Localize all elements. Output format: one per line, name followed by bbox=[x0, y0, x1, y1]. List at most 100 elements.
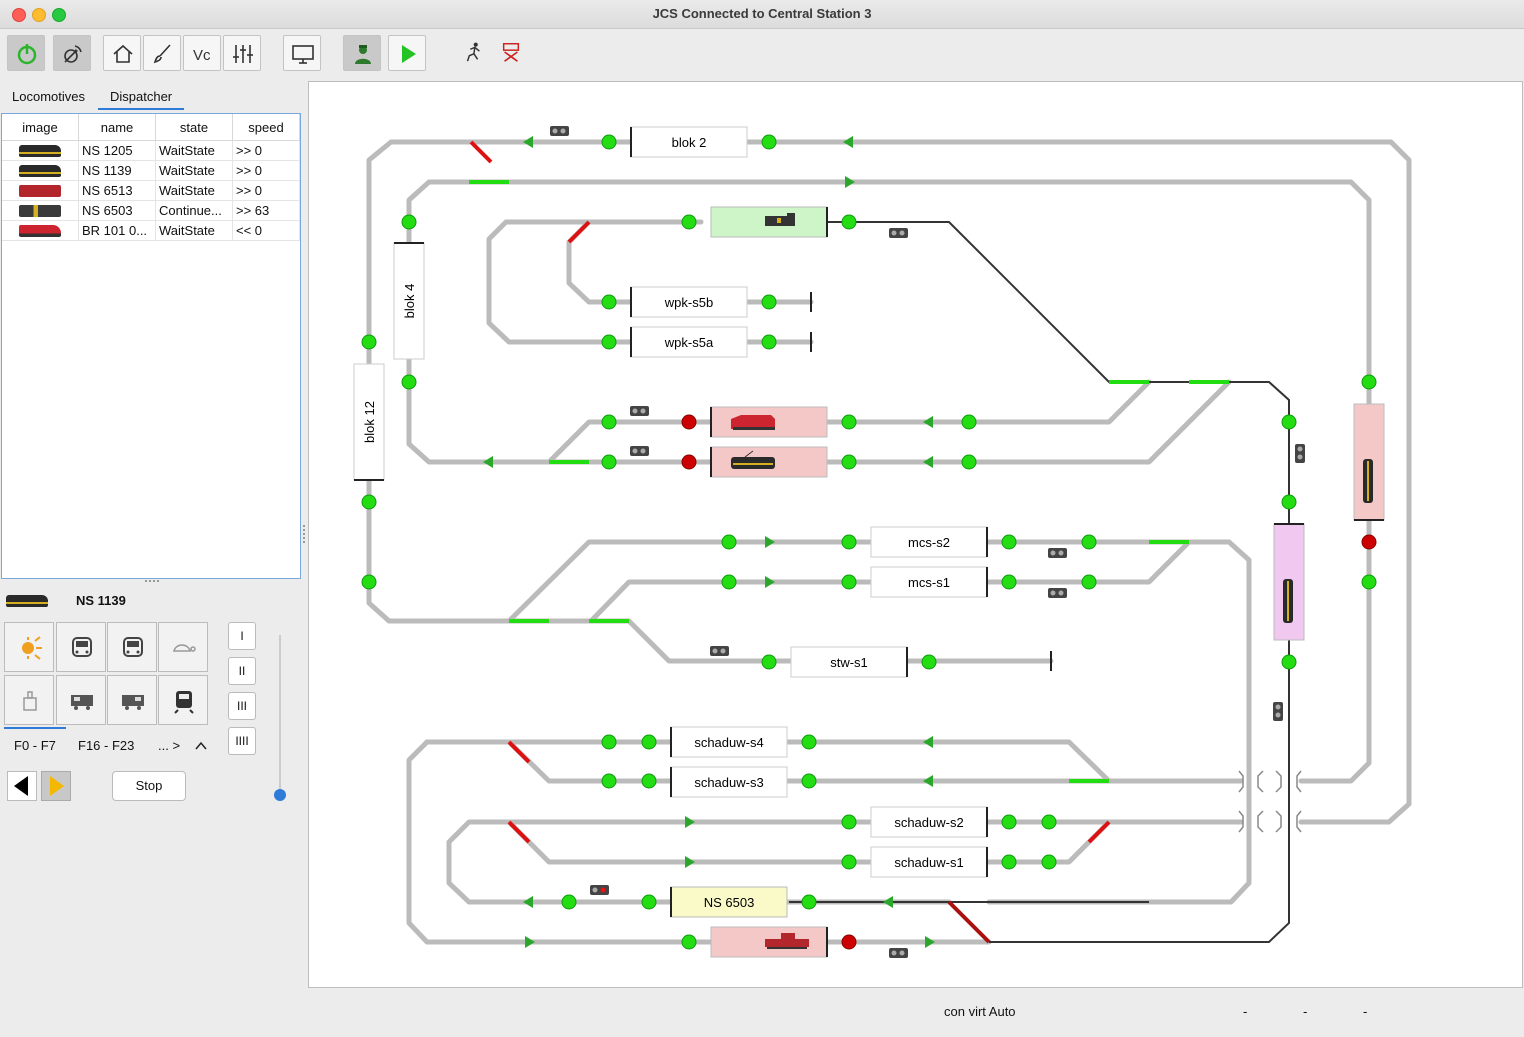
function-wagon1-button[interactable] bbox=[56, 675, 106, 725]
sensor[interactable] bbox=[1281, 414, 1297, 430]
sensor[interactable] bbox=[601, 734, 617, 750]
block-schaduw-s1[interactable]: schaduw-s1 bbox=[870, 846, 988, 878]
sensor[interactable] bbox=[641, 894, 657, 910]
tab-locomotives[interactable]: Locomotives bbox=[12, 89, 85, 104]
sensor[interactable] bbox=[841, 534, 857, 550]
signal[interactable] bbox=[630, 446, 649, 456]
sensor[interactable] bbox=[961, 454, 977, 470]
sensor[interactable] bbox=[1001, 854, 1017, 870]
tab-dispatcher[interactable]: Dispatcher bbox=[98, 89, 185, 110]
signal[interactable] bbox=[889, 228, 908, 238]
sensor[interactable] bbox=[841, 854, 857, 870]
sensor[interactable] bbox=[641, 734, 657, 750]
sensor[interactable] bbox=[961, 414, 977, 430]
sensor[interactable] bbox=[1281, 494, 1297, 510]
display-button[interactable] bbox=[283, 35, 321, 71]
sensor[interactable] bbox=[561, 894, 577, 910]
signal[interactable] bbox=[630, 406, 649, 416]
splitter-handle[interactable] bbox=[145, 580, 159, 586]
sensor[interactable] bbox=[601, 414, 617, 430]
chevron-up-icon[interactable] bbox=[195, 741, 207, 751]
signal[interactable] bbox=[1048, 588, 1067, 598]
block-schaduw-s3[interactable]: schaduw-s3 bbox=[670, 766, 788, 798]
sensor[interactable] bbox=[361, 334, 377, 350]
close-window-button[interactable] bbox=[12, 8, 26, 22]
gear-4-button[interactable]: IIII bbox=[228, 727, 256, 755]
sensor[interactable] bbox=[601, 773, 617, 789]
sensor[interactable] bbox=[841, 814, 857, 830]
signal[interactable] bbox=[1273, 702, 1283, 721]
sensor-occupied[interactable] bbox=[1361, 534, 1377, 550]
sensor[interactable] bbox=[681, 214, 697, 230]
block-stw-s1[interactable]: stw-s1 bbox=[790, 646, 908, 678]
col-state[interactable]: state bbox=[155, 114, 233, 141]
function-light-button[interactable] bbox=[4, 622, 54, 672]
function-coupler-button[interactable] bbox=[4, 675, 54, 725]
sensor[interactable] bbox=[641, 773, 657, 789]
sensor[interactable] bbox=[761, 294, 777, 310]
block-selected[interactable] bbox=[1273, 523, 1305, 641]
sensor[interactable] bbox=[361, 574, 377, 590]
dispatcher-button[interactable] bbox=[343, 35, 381, 71]
sensor[interactable] bbox=[1041, 814, 1057, 830]
sensor[interactable] bbox=[401, 214, 417, 230]
function-tab-f0-f7[interactable]: F0 - F7 bbox=[14, 738, 56, 753]
block-wpk-s5a[interactable]: wpk-s5a bbox=[630, 326, 748, 358]
sensor[interactable] bbox=[401, 374, 417, 390]
connect-button[interactable] bbox=[53, 35, 91, 71]
sensor[interactable] bbox=[601, 454, 617, 470]
block-mcs-s2[interactable]: mcs-s2 bbox=[870, 526, 988, 558]
settings-button[interactable] bbox=[223, 35, 261, 71]
signal[interactable] bbox=[1048, 548, 1067, 558]
sensor-occupied[interactable] bbox=[681, 454, 697, 470]
sensor[interactable] bbox=[601, 294, 617, 310]
sensor[interactable] bbox=[601, 134, 617, 150]
edit-layout-button[interactable] bbox=[143, 35, 181, 71]
signal[interactable] bbox=[590, 885, 609, 895]
vc-button[interactable]: Vc bbox=[183, 35, 221, 71]
block-schaduw-s4[interactable]: schaduw-s4 bbox=[670, 726, 788, 758]
sensor[interactable] bbox=[801, 773, 817, 789]
function-tab-more[interactable]: ... > bbox=[158, 738, 181, 753]
start-button[interactable] bbox=[388, 35, 426, 71]
block-occupied[interactable] bbox=[710, 446, 828, 478]
block-schaduw-s2[interactable]: schaduw-s2 bbox=[870, 806, 988, 838]
sensor[interactable] bbox=[921, 654, 937, 670]
block-occupied[interactable] bbox=[1353, 403, 1385, 521]
sensor[interactable] bbox=[801, 894, 817, 910]
function-tab-f16-f23[interactable]: F16 - F23 bbox=[78, 738, 135, 753]
direction-forward-button[interactable] bbox=[41, 771, 71, 801]
col-name[interactable]: name bbox=[78, 114, 156, 141]
sensor[interactable] bbox=[841, 454, 857, 470]
sensor[interactable] bbox=[1041, 854, 1057, 870]
reset-button[interactable] bbox=[500, 41, 522, 66]
sensor[interactable] bbox=[1001, 814, 1017, 830]
minimize-window-button[interactable] bbox=[32, 8, 46, 22]
gear-3-button[interactable]: III bbox=[228, 692, 256, 720]
power-button[interactable] bbox=[7, 35, 45, 71]
block-blok-4[interactable]: blok 4 bbox=[393, 242, 425, 360]
sensor[interactable] bbox=[841, 574, 857, 590]
sensor[interactable] bbox=[841, 214, 857, 230]
speed-slider-thumb[interactable] bbox=[274, 789, 286, 801]
function-cab2-button[interactable] bbox=[107, 622, 157, 672]
sensor-occupied[interactable] bbox=[841, 934, 857, 950]
sensor[interactable] bbox=[1281, 654, 1297, 670]
col-speed[interactable]: speed bbox=[232, 114, 300, 141]
sensor[interactable] bbox=[1081, 574, 1097, 590]
stop-button[interactable]: Stop bbox=[112, 771, 186, 801]
sensor[interactable] bbox=[1361, 374, 1377, 390]
auto-pilot-button[interactable] bbox=[462, 41, 484, 66]
sensor[interactable] bbox=[1361, 574, 1377, 590]
signal[interactable] bbox=[1295, 444, 1305, 463]
col-image[interactable]: image bbox=[2, 114, 79, 141]
gear-1-button[interactable]: I bbox=[228, 622, 256, 650]
function-wagon2-button[interactable] bbox=[107, 675, 157, 725]
signal[interactable] bbox=[710, 646, 729, 656]
sensor[interactable] bbox=[1001, 574, 1017, 590]
zoom-window-button[interactable] bbox=[52, 8, 66, 22]
sensor[interactable] bbox=[681, 934, 697, 950]
